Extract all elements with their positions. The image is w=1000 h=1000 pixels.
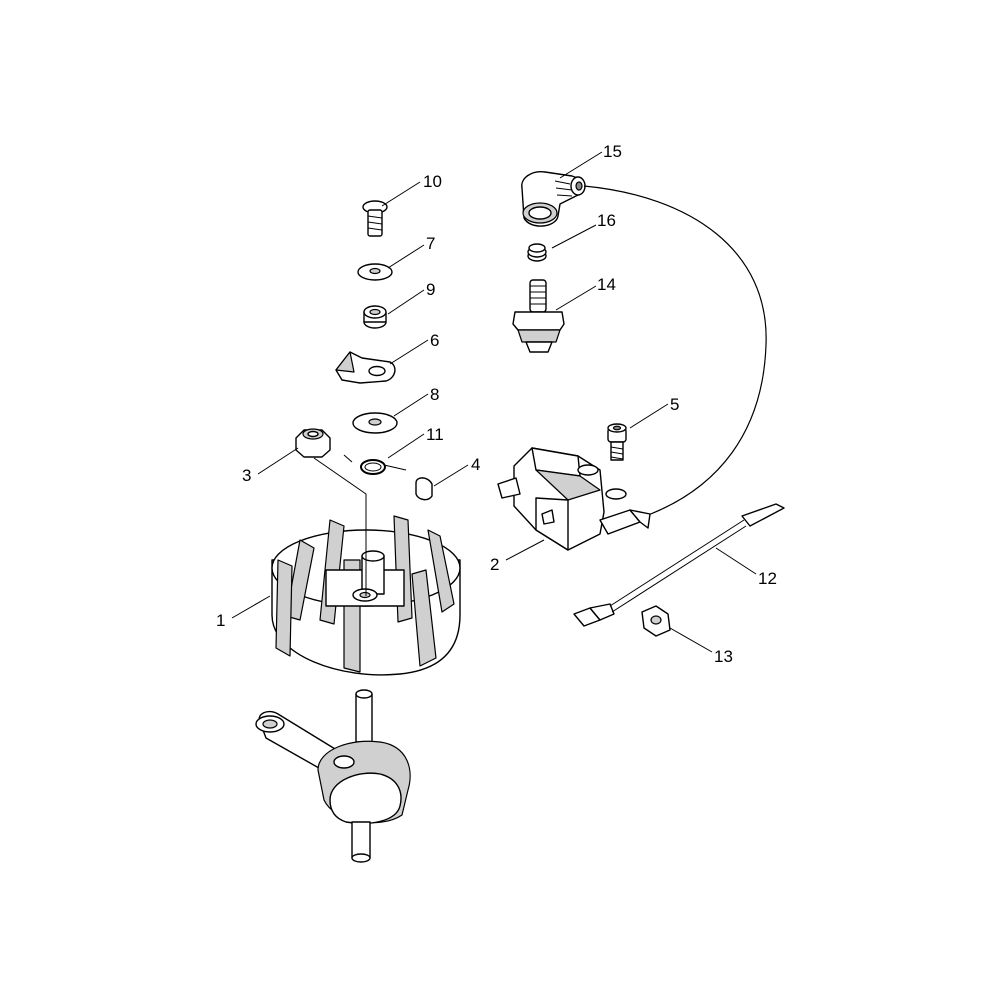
callout-10: 10 xyxy=(423,172,442,191)
leader-3-axis xyxy=(313,457,367,596)
callout-11: 11 xyxy=(426,425,444,444)
callout-numbers: 15 16 14 10 7 9 6 8 11 4 3 5 2 1 12 13 xyxy=(216,142,777,666)
callout-16: 16 xyxy=(597,211,616,230)
leader-13 xyxy=(669,627,713,653)
leader-lines xyxy=(231,151,757,653)
high-tension-lead xyxy=(583,185,767,519)
leader-7 xyxy=(387,244,425,269)
part-11-spring xyxy=(343,454,407,475)
callout-13: 13 xyxy=(714,647,733,666)
part-5-screw xyxy=(607,423,627,461)
callout-5: 5 xyxy=(670,395,679,414)
callout-15: 15 xyxy=(603,142,622,161)
part-10-screw xyxy=(362,200,388,237)
part-7-washer xyxy=(357,263,393,281)
leader-2 xyxy=(505,539,545,561)
callout-9: 9 xyxy=(426,280,435,299)
part-14-spark-plug xyxy=(512,279,565,353)
leader-14 xyxy=(555,285,597,311)
part-15-plug-boot xyxy=(521,171,586,227)
leader-15 xyxy=(559,151,603,179)
part-12-stop-wire xyxy=(573,503,785,627)
callout-12: 12 xyxy=(758,569,777,588)
leader-9 xyxy=(387,289,425,315)
part-13-grommet xyxy=(641,605,671,637)
leader-5 xyxy=(629,403,669,429)
part-9-collar xyxy=(363,305,387,329)
callout-8: 8 xyxy=(430,385,439,404)
part-1-flywheel xyxy=(271,515,461,676)
callout-2: 2 xyxy=(490,555,499,574)
callout-6: 6 xyxy=(430,331,439,350)
leader-10 xyxy=(381,181,421,207)
crankshaft xyxy=(255,689,411,863)
part-16-spring xyxy=(527,243,547,262)
part-2-ignition-coil xyxy=(497,447,651,551)
callout-7: 7 xyxy=(426,234,435,253)
leader-16 xyxy=(551,224,597,249)
callout-3: 3 xyxy=(242,466,251,485)
part-3-nut xyxy=(295,428,331,458)
leader-3 xyxy=(257,447,299,475)
leader-12 xyxy=(715,547,757,575)
leader-4 xyxy=(433,464,469,487)
leader-11 xyxy=(387,433,425,459)
part-4-key xyxy=(415,477,433,501)
leader-8 xyxy=(393,393,429,417)
leader-6 xyxy=(389,339,429,365)
callout-14: 14 xyxy=(597,275,616,294)
part-8-washer xyxy=(352,412,398,434)
leader-1 xyxy=(231,595,271,619)
callout-1: 1 xyxy=(216,611,225,630)
callout-4: 4 xyxy=(471,455,480,474)
part-6-pawl xyxy=(335,351,396,384)
